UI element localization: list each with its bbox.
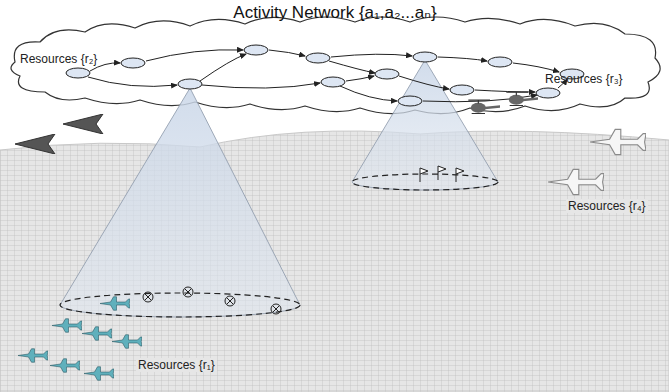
network-link	[331, 54, 412, 57]
coverage-cone	[352, 60, 498, 190]
flag-marks	[420, 166, 464, 182]
helicopter	[468, 100, 500, 113]
target-cross	[227, 298, 233, 304]
network-link	[340, 86, 397, 101]
activity-node	[488, 57, 512, 67]
jet-aircraft	[18, 349, 48, 363]
activity-node	[306, 53, 330, 63]
jet-aircraft	[590, 129, 646, 154]
coverage-cone	[60, 88, 300, 317]
target-cross	[273, 306, 279, 312]
resource-label: Resources {r₄}	[566, 199, 648, 213]
flag	[456, 168, 464, 182]
resource-group	[468, 92, 538, 113]
diagram-title: Activity Network {a₁,a₂...aₙ}	[233, 2, 436, 23]
target-circle	[183, 287, 193, 297]
activity-node	[321, 77, 345, 87]
cloud-outline	[11, 17, 660, 114]
flag	[420, 168, 428, 182]
network-link	[346, 76, 374, 81]
target-circle	[271, 304, 281, 314]
network-link	[200, 54, 246, 81]
network-link	[399, 76, 449, 89]
target-circle	[225, 296, 235, 306]
helicopter	[506, 92, 538, 105]
network-links	[88, 50, 567, 102]
network-link	[202, 83, 320, 88]
stealth-aircraft	[63, 114, 103, 134]
activity-node	[244, 45, 268, 55]
activity-node	[413, 52, 437, 62]
jet-aircraft	[100, 297, 130, 311]
activity-node	[121, 58, 145, 68]
area-ellipse	[60, 293, 300, 317]
resource-label: Resources {r₃}	[543, 72, 625, 86]
network-link	[88, 77, 177, 86]
jet-aircraft	[548, 169, 604, 194]
resource-label: Resources {r₂}	[18, 52, 99, 66]
resource-group	[548, 129, 646, 194]
activity-node	[66, 68, 90, 78]
stealth-aircraft	[15, 134, 55, 154]
activity-node	[375, 69, 399, 79]
activity-node	[178, 79, 202, 89]
jet-aircraft	[84, 367, 114, 381]
network-link	[329, 61, 375, 73]
target-circle	[143, 292, 153, 302]
jet-aircraft	[52, 319, 82, 333]
target-cross	[145, 294, 151, 300]
activity-node	[398, 96, 422, 106]
flag	[438, 166, 446, 180]
area-ellipse	[352, 174, 498, 190]
target-marks	[143, 287, 281, 314]
network-nodes	[66, 45, 584, 106]
target-cross	[185, 289, 191, 295]
resource-group	[18, 297, 142, 381]
jet-aircraft	[112, 335, 142, 349]
resource-label: Resources {r₁}	[136, 358, 217, 372]
resource-group	[15, 114, 103, 154]
jet-aircraft	[50, 359, 80, 373]
activity-node	[450, 85, 474, 95]
network-link	[269, 50, 305, 56]
network-link	[438, 57, 487, 61]
activity-node	[536, 88, 560, 98]
network-link	[513, 63, 559, 72]
network-link	[146, 50, 243, 61]
jet-aircraft	[82, 327, 112, 341]
